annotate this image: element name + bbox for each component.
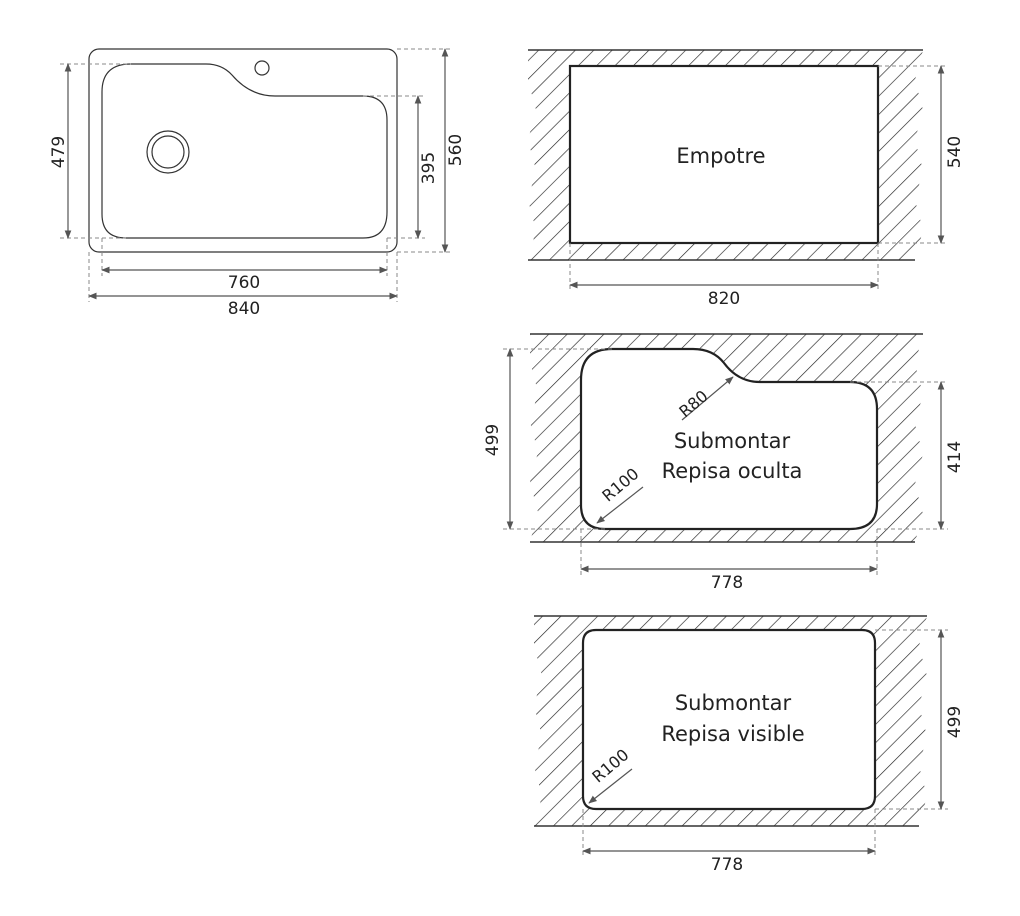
cutout-height-value: 540: [945, 136, 965, 168]
outer-height-value: 560: [446, 134, 466, 166]
cutout-width-value: 820: [708, 289, 740, 309]
left-height-value: 499: [483, 424, 503, 456]
sink-bowl-outline: [101, 63, 388, 239]
outer-width-value: 840: [228, 299, 260, 319]
sink-outer-outline: [88, 48, 398, 253]
radius-r80-leader: [681, 376, 734, 421]
right-height-value: 414: [945, 441, 965, 473]
drain-inner-icon: [151, 135, 185, 169]
undermount-outline: [581, 628, 877, 811]
radius-r100-value: R100: [588, 745, 632, 786]
repisa-visible-label-line2: Repisa visible: [661, 722, 804, 746]
sink-top-view: 479 395 560 760 840: [49, 48, 466, 319]
repisa-visible-label-line1: Submontar: [675, 691, 792, 715]
inner-width-value: 760: [228, 273, 260, 293]
hatched-countertop: [534, 616, 927, 826]
undermount-outline: [579, 347, 879, 531]
radius-r100-value: R100: [598, 464, 642, 505]
empotre-label: Empotre: [676, 144, 765, 168]
width-value: 778: [711, 573, 743, 593]
radius-r100-leader: [588, 768, 633, 804]
repisa-visible-diagram: R100 Submontar Repisa visible 499 778: [534, 615, 965, 875]
cutout-outline: [568, 64, 880, 245]
empotre-cutout-diagram: Empotre 540 820: [528, 49, 965, 309]
repisa-oculta-label-line1: Submontar: [674, 429, 791, 453]
hatched-countertop: [530, 334, 923, 542]
drain-outer-icon: [146, 130, 190, 174]
right-bowl-height-value: 395: [419, 152, 439, 184]
repisa-oculta-label-line2: Repisa oculta: [662, 459, 803, 483]
radius-r80-value: R80: [675, 386, 711, 421]
width-value: 778: [711, 855, 743, 875]
tap-hole-icon: [254, 60, 270, 76]
repisa-oculta-diagram: R80 R100 Submontar Repisa oculta 499 414…: [483, 333, 965, 593]
bowl-height-value: 479: [49, 136, 69, 168]
hatched-countertop: [528, 50, 923, 260]
height-value: 499: [945, 706, 965, 738]
radius-r100-leader: [596, 486, 644, 524]
